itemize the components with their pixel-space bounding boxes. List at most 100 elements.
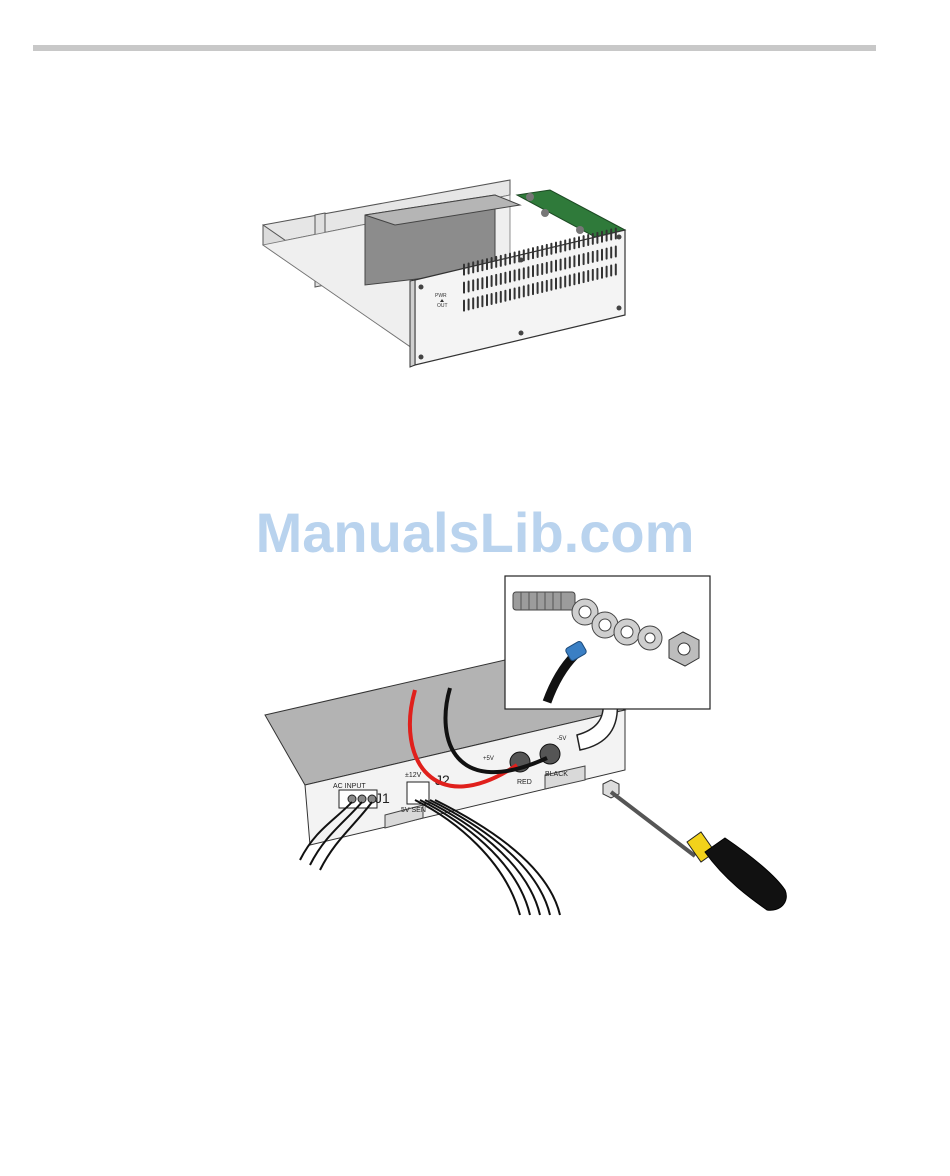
- vent-slot: [463, 300, 465, 312]
- vent-slot: [564, 275, 566, 287]
- vent-slot: [569, 238, 571, 250]
- vent-slot: [518, 286, 520, 298]
- front-label-out: OUT: [437, 303, 448, 309]
- vent-slot: [587, 252, 589, 264]
- label-5v-sense: 5V SEN: [401, 807, 426, 814]
- vent-slot: [555, 242, 557, 254]
- vent-slot: [587, 270, 589, 282]
- pcb-component: [526, 193, 534, 201]
- vent-slot: [468, 298, 470, 310]
- vent-slot: [578, 236, 580, 248]
- vent-slot: [537, 282, 539, 294]
- chassis-illustration: PWR OUT: [255, 175, 635, 370]
- vent-slot: [606, 248, 608, 260]
- vent-slot: [601, 249, 603, 261]
- vent-slot: [504, 272, 506, 284]
- label-j1: J1: [375, 790, 390, 806]
- vent-slot: [560, 241, 562, 253]
- vent-slot: [601, 231, 603, 243]
- vent-slot: [564, 239, 566, 251]
- vent-slot: [477, 296, 479, 308]
- vent-slot: [468, 280, 470, 292]
- vent-slot: [523, 267, 525, 279]
- vent-slot: [592, 251, 594, 263]
- vent-slot: [486, 258, 488, 270]
- vent-slot: [532, 283, 534, 295]
- vent-slot: [578, 272, 580, 284]
- vent-slot: [560, 259, 562, 271]
- label-minus5v: -5V: [557, 736, 566, 742]
- vent-slot: [596, 268, 598, 280]
- vent-slot: [606, 266, 608, 278]
- vent-slot: [587, 234, 589, 246]
- vent-slot: [615, 245, 617, 257]
- vent-slot: [514, 270, 516, 282]
- vent-slot: [500, 255, 502, 267]
- vent-slot: [573, 273, 575, 285]
- vent-slot: [560, 277, 562, 289]
- vent-slot: [592, 269, 594, 281]
- vent-slot: [606, 230, 608, 242]
- label-12v: ±12V: [405, 772, 422, 779]
- pcb-component: [576, 226, 584, 234]
- vent-slot: [491, 275, 493, 287]
- vent-slot: [601, 267, 603, 279]
- vent-slot: [486, 294, 488, 306]
- vent-slot: [514, 288, 516, 300]
- vent-slot: [546, 280, 548, 292]
- vent-slot: [495, 256, 497, 268]
- vent-slot: [477, 278, 479, 290]
- vent-slot: [578, 254, 580, 266]
- label-black: BLACK: [545, 771, 568, 778]
- vent-slot: [550, 279, 552, 291]
- vent-slot: [569, 256, 571, 268]
- vent-slot: [463, 264, 465, 276]
- vent-slot: [514, 252, 516, 264]
- vent-slot: [583, 253, 585, 265]
- vent-slot: [481, 295, 483, 307]
- vent-slot: [495, 292, 497, 304]
- watermark: ManualsLib.com: [0, 500, 950, 565]
- vent-slot: [596, 250, 598, 262]
- vent-slot: [495, 274, 497, 286]
- vent-slot: [583, 235, 585, 247]
- vent-slot: [555, 260, 557, 272]
- vent-slot: [504, 290, 506, 302]
- vent-slot: [500, 291, 502, 303]
- label-red: RED: [517, 779, 532, 786]
- vent-slot: [541, 281, 543, 293]
- vent-slot: [532, 265, 534, 277]
- wiring-illustration: AC INPUT J1 ±12V J2 5V SEN +5V -5V RED B…: [255, 570, 815, 930]
- vent-slot: [592, 233, 594, 245]
- vent-slot: [573, 237, 575, 249]
- vent-slot: [610, 265, 612, 277]
- vent-slot: [610, 229, 612, 241]
- vent-slot: [537, 264, 539, 276]
- vent-slot: [527, 248, 529, 260]
- vent-slot: [486, 276, 488, 288]
- vent-slot: [527, 284, 529, 296]
- vent-slot: [509, 271, 511, 283]
- vent-slot: [541, 263, 543, 275]
- vent-slot: [500, 273, 502, 285]
- screwdriver-shaft: [611, 792, 695, 856]
- screwdriver-handle: [705, 838, 786, 910]
- vent-slot: [573, 255, 575, 267]
- vent-slot: [472, 279, 474, 291]
- vent-slot: [518, 268, 520, 280]
- vent-slot: [477, 260, 479, 272]
- vent-slot: [564, 257, 566, 269]
- vent-slot: [569, 274, 571, 286]
- vent-slot: [468, 262, 470, 274]
- vent-slot: [541, 245, 543, 257]
- vent-slot: [583, 271, 585, 283]
- vent-slot: [472, 297, 474, 309]
- vent-slot: [550, 261, 552, 273]
- vent-slot: [527, 266, 529, 278]
- top-rule: [33, 45, 876, 51]
- vent-slot: [532, 247, 534, 259]
- vent-slot: [537, 246, 539, 258]
- vent-slot: [523, 285, 525, 297]
- vent-slot: [509, 289, 511, 301]
- front-label-pwr: PWR: [435, 293, 447, 299]
